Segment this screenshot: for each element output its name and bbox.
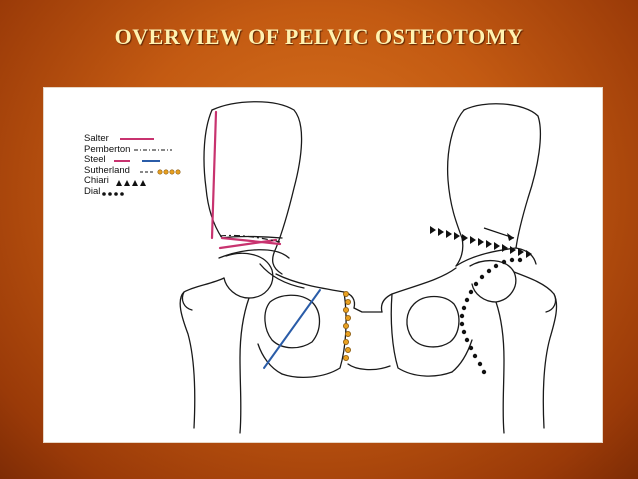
- sutherland-osteotomy-dots: [342, 290, 351, 361]
- legend-label: Dial: [84, 185, 101, 197]
- legend-label: Sutherland: [84, 164, 130, 176]
- pemberton-osteotomy-line: [219, 234, 281, 243]
- right-ilium-outline: [463, 103, 542, 249]
- legend-item-sutherland: Sutherland: [84, 164, 130, 177]
- legend-label: Chiari: [84, 175, 109, 186]
- legend-label: Steel: [84, 154, 106, 165]
- dial-osteotomy-dots: [459, 257, 523, 375]
- left-ilium-inner-contour: [203, 109, 223, 239]
- right-femur-outline: [513, 271, 558, 429]
- slide-title: OVERVIEW OF PELVIC OSTEOTOMY: [114, 24, 524, 49]
- legend-item-dial: Dial: [84, 185, 130, 198]
- left-femoral-head: [223, 252, 274, 299]
- legend-label: Pemberton: [84, 143, 131, 155]
- left-obturator-ring: [264, 294, 321, 349]
- osteotomy-legend: Salter Pemberton Steel Sutherland Chiari…: [84, 133, 131, 198]
- pelvic-osteotomy-figure: Salter Pemberton Steel Sutherland Chiari…: [43, 87, 603, 443]
- right-ilium-inner-contour: [446, 109, 465, 267]
- legend-dial-sample: [102, 192, 124, 196]
- legend-samples: [102, 138, 181, 196]
- salter-osteotomy-line: [210, 110, 282, 250]
- legend-item-steel: Steel: [84, 154, 130, 166]
- pelvis-illustration: [102, 101, 558, 434]
- left-femur-outline: [179, 277, 225, 429]
- legend-label: Salter: [84, 133, 109, 144]
- legend-chiari-sample: [116, 180, 146, 186]
- steel-osteotomy-blue-line: [263, 289, 321, 369]
- right-obturator-ring: [406, 295, 460, 348]
- chiari-osteotomy-triangles: [430, 226, 532, 258]
- left-ilium-outline: [211, 101, 303, 275]
- legend-item-salter: Salter: [84, 133, 130, 145]
- right-femoral-head: [469, 260, 517, 303]
- legend-item-pemberton: Pemberton: [84, 143, 131, 156]
- legend-item-chiari: Chiari: [84, 175, 130, 187]
